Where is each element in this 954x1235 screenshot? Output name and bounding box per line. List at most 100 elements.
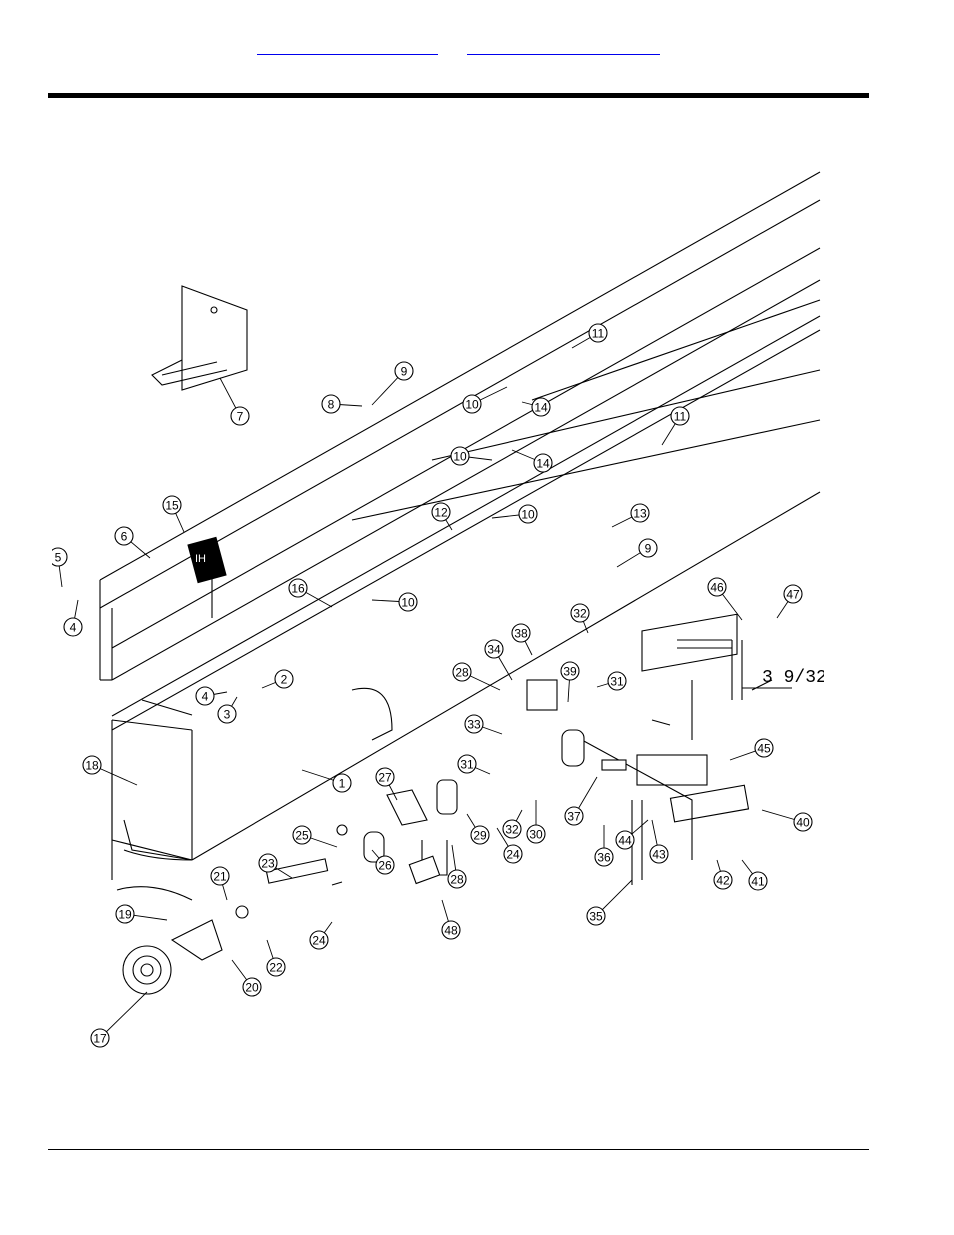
callout-balloon [375, 855, 395, 875]
callout-number: 21 [213, 870, 227, 884]
callout-number: 46 [710, 581, 724, 595]
callout-number: 22 [269, 961, 283, 975]
header-link-1[interactable] [257, 38, 438, 55]
callout-37: 37 [564, 776, 598, 826]
callout-38: 38 [511, 623, 533, 656]
callout-balloon [274, 669, 294, 689]
callout-1: 1 [301, 769, 352, 793]
callout-balloon [375, 767, 395, 787]
callout-12: 12 [431, 502, 453, 531]
callout-14: 14 [521, 397, 551, 417]
callout-9-2: 9 [616, 538, 658, 568]
callout-14-2: 14 [511, 449, 553, 473]
callout-number: 45 [757, 742, 771, 756]
callout-5: 5 [52, 547, 68, 588]
callout-36: 36 [594, 825, 614, 867]
callout-balloon [484, 639, 504, 659]
callout-number: 27 [378, 771, 392, 785]
callout-balloon [258, 853, 278, 873]
callout-number: 6 [121, 530, 128, 544]
callout-40: 40 [761, 809, 813, 832]
hopper-box [99, 171, 821, 880]
callout-number: 10 [521, 508, 535, 522]
callout-33: 33 [464, 714, 503, 735]
callout-balloon [63, 617, 83, 637]
callout-35: 35 [586, 879, 633, 926]
callout-11: 11 [571, 323, 608, 349]
callout-11-2: 11 [661, 406, 690, 446]
callout-number: 32 [573, 607, 587, 621]
callout-balloon [638, 538, 658, 558]
callout-balloon [754, 738, 774, 758]
depth-gauge-assembly: 3 9/32 [526, 613, 824, 885]
callout-balloon [518, 504, 538, 524]
dimension-note: 3 9/32 [762, 668, 824, 688]
callout-balloon [210, 866, 230, 886]
callout-balloon [503, 844, 523, 864]
parts-drawing: 3 9/32 IH [52, 171, 824, 1048]
callout-number: 28 [450, 873, 464, 887]
callout-32-2: 32 [570, 603, 590, 634]
callout-24-2: 24 [496, 827, 523, 864]
callout-number: 33 [467, 718, 481, 732]
callout-balloon [531, 397, 551, 417]
callout-26: 26 [371, 849, 395, 875]
callout-balloon [332, 773, 352, 793]
callout-balloon [452, 662, 472, 682]
header-link-2[interactable] [467, 38, 660, 55]
callout-balloon [713, 870, 733, 890]
callout-balloon [511, 623, 531, 643]
callout-balloon [560, 661, 580, 681]
callout-number: 1 [339, 777, 346, 791]
callout-balloon [586, 906, 606, 926]
callout-balloon [195, 686, 215, 706]
callout-number: 24 [312, 934, 326, 948]
callout-48: 48 [441, 899, 461, 940]
callout-32: 32 [502, 809, 523, 839]
callout-number: 13 [633, 507, 647, 521]
callout-39: 39 [560, 661, 580, 703]
callout-number: 36 [597, 851, 611, 865]
callout-balloon [52, 547, 68, 567]
callout-number: 18 [85, 759, 99, 773]
callout-balloon [526, 824, 546, 844]
callout-balloon [441, 920, 461, 940]
callout-balloon [462, 394, 482, 414]
top-rule [48, 93, 869, 98]
callout-balloon [115, 904, 135, 924]
callout-number: 4 [202, 690, 209, 704]
callout-balloon [615, 830, 635, 850]
callout-16: 16 [288, 578, 333, 608]
callout-46: 46 [707, 577, 743, 621]
callout-balloon [670, 406, 690, 426]
callout-number: 25 [295, 829, 309, 843]
callout-number: 32 [505, 823, 519, 837]
callout-leader [99, 991, 148, 1039]
callout-9: 9 [371, 361, 414, 406]
callout-number: 4 [70, 621, 77, 635]
callout-number: 26 [378, 859, 392, 873]
callout-number: 2 [281, 673, 288, 687]
callout-45: 45 [729, 738, 774, 761]
decal-text: IH [195, 553, 206, 565]
callout-number: 10 [401, 596, 415, 610]
callout-balloon [607, 671, 627, 691]
callout-8: 8 [321, 394, 363, 414]
callout-44: 44 [615, 819, 649, 850]
callout-balloon [394, 361, 414, 381]
callout-balloon [447, 869, 467, 889]
callout-number: 35 [589, 910, 603, 924]
callout-number: 12 [434, 506, 448, 520]
callout-number: 41 [751, 875, 765, 889]
callout-number: 19 [118, 908, 132, 922]
callout-24: 24 [309, 921, 333, 950]
callout-28: 28 [447, 844, 467, 889]
callout-17: 17 [90, 991, 148, 1048]
callout-balloon [82, 755, 102, 775]
callout-21: 21 [210, 866, 230, 901]
callout-number: 23 [261, 857, 275, 871]
callout-19: 19 [115, 904, 168, 924]
callout-number: 5 [55, 551, 62, 565]
callout-balloon [431, 502, 451, 522]
